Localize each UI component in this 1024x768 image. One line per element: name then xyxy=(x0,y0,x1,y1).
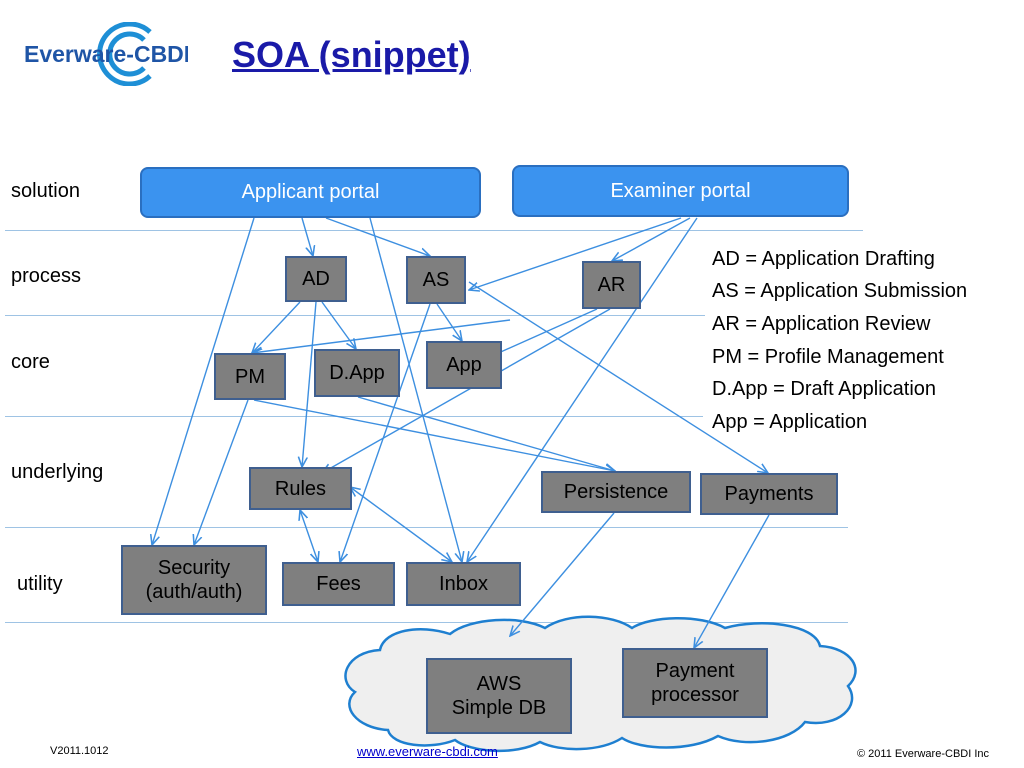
layer-separator xyxy=(5,230,863,231)
rules-node: Rules xyxy=(249,467,352,510)
layer-label-core: core xyxy=(11,351,50,373)
layer-label-utility: utility xyxy=(17,573,63,595)
layer-label-process: process xyxy=(11,265,82,287)
ar-node: AR xyxy=(582,261,641,309)
legend-item: AS = Application Submission xyxy=(712,280,968,302)
legend: AD = Application Drafting AS = Applicati… xyxy=(712,248,967,434)
layer-label-solution: solution xyxy=(11,180,80,202)
app-node: App xyxy=(426,341,502,389)
legend-item: AD = Application Drafting xyxy=(712,248,935,270)
fees-node: Fees xyxy=(282,562,395,606)
everware-cbdi-logo: Everware-CBDI xyxy=(24,22,188,86)
legend-item: D.App = Draft Application xyxy=(712,378,937,400)
legend-item: AR = Application Review xyxy=(712,313,931,335)
payments-node: Payments xyxy=(700,473,838,515)
legend-item: App = Application xyxy=(712,411,868,433)
footer-version: V2011.1012 xyxy=(50,745,109,757)
persistence-node: Persistence xyxy=(541,471,691,513)
pm-node: PM xyxy=(214,353,286,400)
payment-processor-node: Payment processor xyxy=(622,648,768,718)
legend-item: PM = Profile Management xyxy=(712,346,944,368)
layer-separator xyxy=(5,315,705,316)
ad-node: AD xyxy=(285,256,347,302)
layer-label-underlying: underlying xyxy=(11,461,104,483)
inbox-node: Inbox xyxy=(406,562,521,606)
cloud-shape xyxy=(344,615,857,753)
as-node: AS xyxy=(406,256,466,304)
examiner-portal-node: Examiner portal xyxy=(512,165,849,217)
security-node: Security (auth/auth) xyxy=(121,545,267,615)
layer-separator xyxy=(5,416,703,417)
footer-website-link[interactable]: www.everware-cbdi.com xyxy=(357,744,498,759)
aws-simple-db-node: AWS Simple DB xyxy=(426,658,572,734)
applicant-portal-node: Applicant portal xyxy=(140,167,481,218)
page-title: SOA (snippet) xyxy=(232,34,471,75)
dapp-node: D.App xyxy=(314,349,400,397)
footer-copyright: © 2011 Everware-CBDI Inc xyxy=(857,748,990,760)
layer-separator xyxy=(5,622,848,623)
logo-text: Everware-CBDI xyxy=(24,41,188,67)
